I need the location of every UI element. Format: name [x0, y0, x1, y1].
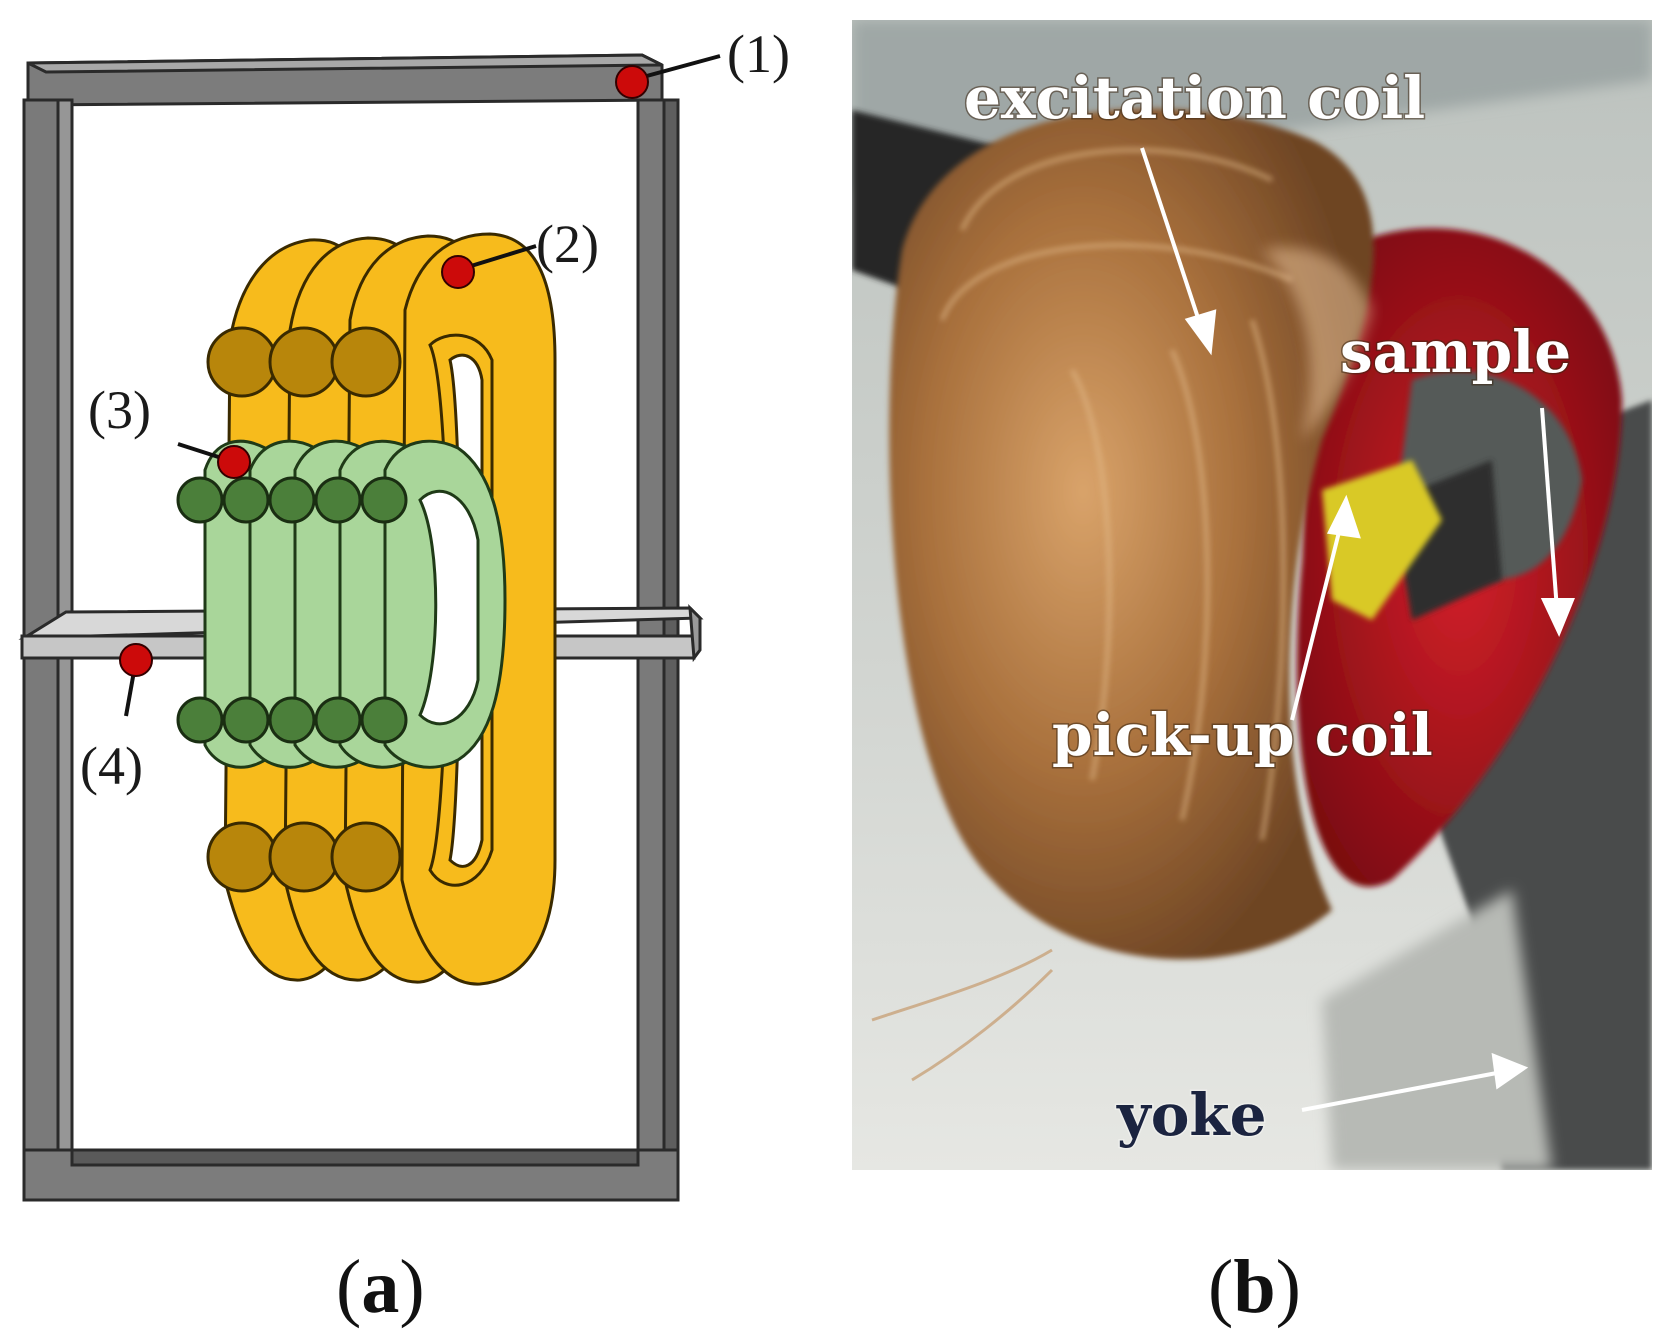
- marker-1-dot: [615, 65, 649, 99]
- panel-a-caption: (a): [336, 1245, 425, 1329]
- panel-b-caption: (b): [1208, 1245, 1301, 1329]
- callout-4: (4): [80, 736, 143, 796]
- marker-2-dot: [441, 255, 475, 289]
- photo-arrows: [1140, 147, 1575, 1112]
- pick-up-coil: [203, 439, 507, 769]
- label-pick-up-coil: pick-up coil: [1052, 701, 1433, 769]
- excitation-coil-sections: [206, 326, 402, 893]
- label-excitation-coil: excitation coil: [964, 64, 1425, 132]
- pick-up-coil-sections: [176, 476, 408, 744]
- position-markers: [119, 65, 649, 677]
- callout-1: (1): [727, 24, 790, 84]
- callout-2: (2): [536, 214, 599, 274]
- panel-b-photo: excitation coil sample pick-up coil yoke…: [852, 20, 1652, 1329]
- label-yoke: yoke: [1116, 1081, 1266, 1149]
- marker-3-dot: [217, 445, 251, 479]
- label-sample: sample: [1340, 318, 1571, 386]
- marker-4-dot: [119, 643, 153, 677]
- callout-3: (3): [88, 380, 151, 440]
- panel-a-schematic: (1) (2) (3) (4) (a): [18, 24, 790, 1329]
- yoke-frame: [18, 53, 704, 1202]
